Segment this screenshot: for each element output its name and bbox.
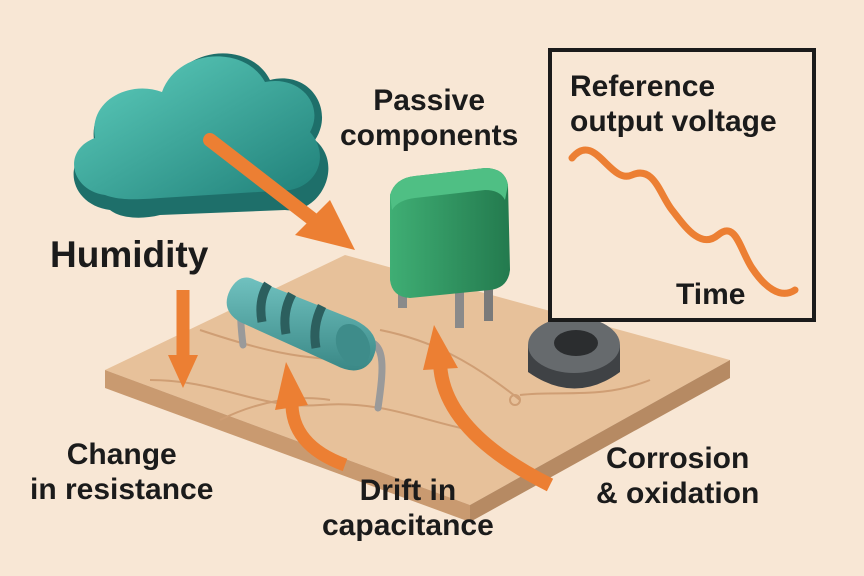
reference-voltage-panel — [548, 48, 816, 322]
drift-line-1: Drift in — [359, 474, 457, 507]
humidity-arrow — [203, 133, 355, 250]
capacitance-drift-label: Drift in capacitance — [322, 474, 494, 543]
capacitor-icon — [390, 168, 510, 328]
reference-line-2: output voltage — [570, 104, 777, 138]
ferrite-ring-icon — [528, 317, 620, 389]
corrosion-label: Corrosion & oxidation — [596, 442, 759, 511]
change-line-1: Change — [66, 438, 177, 471]
resistance-arrow — [275, 362, 348, 472]
reference-line-1: Reference — [570, 70, 716, 103]
reference-voltage-label: Reference output voltage — [570, 70, 777, 139]
time-text: Time — [676, 278, 746, 311]
voltage-waveform — [568, 146, 799, 297]
drift-line-2: capacitance — [322, 508, 494, 542]
passive-line-2: components — [340, 118, 519, 152]
humidity-label: Humidity — [50, 234, 208, 277]
capacitance-arrow — [423, 325, 554, 492]
humidity-text: Humidity — [50, 234, 209, 275]
cloud-icon — [73, 53, 329, 218]
corrosion-line-2: & oxidation — [596, 476, 760, 510]
corrosion-line-1: Corrosion — [606, 442, 750, 475]
resistance-change-label: Change in resistance — [30, 438, 213, 507]
passive-components-label: Passive components — [340, 84, 518, 153]
resistor-icon — [226, 277, 386, 412]
down-arrow — [168, 290, 198, 388]
passive-line-1: Passive — [373, 84, 486, 117]
change-line-2: in resistance — [30, 472, 214, 506]
time-axis-label: Time — [676, 278, 745, 313]
